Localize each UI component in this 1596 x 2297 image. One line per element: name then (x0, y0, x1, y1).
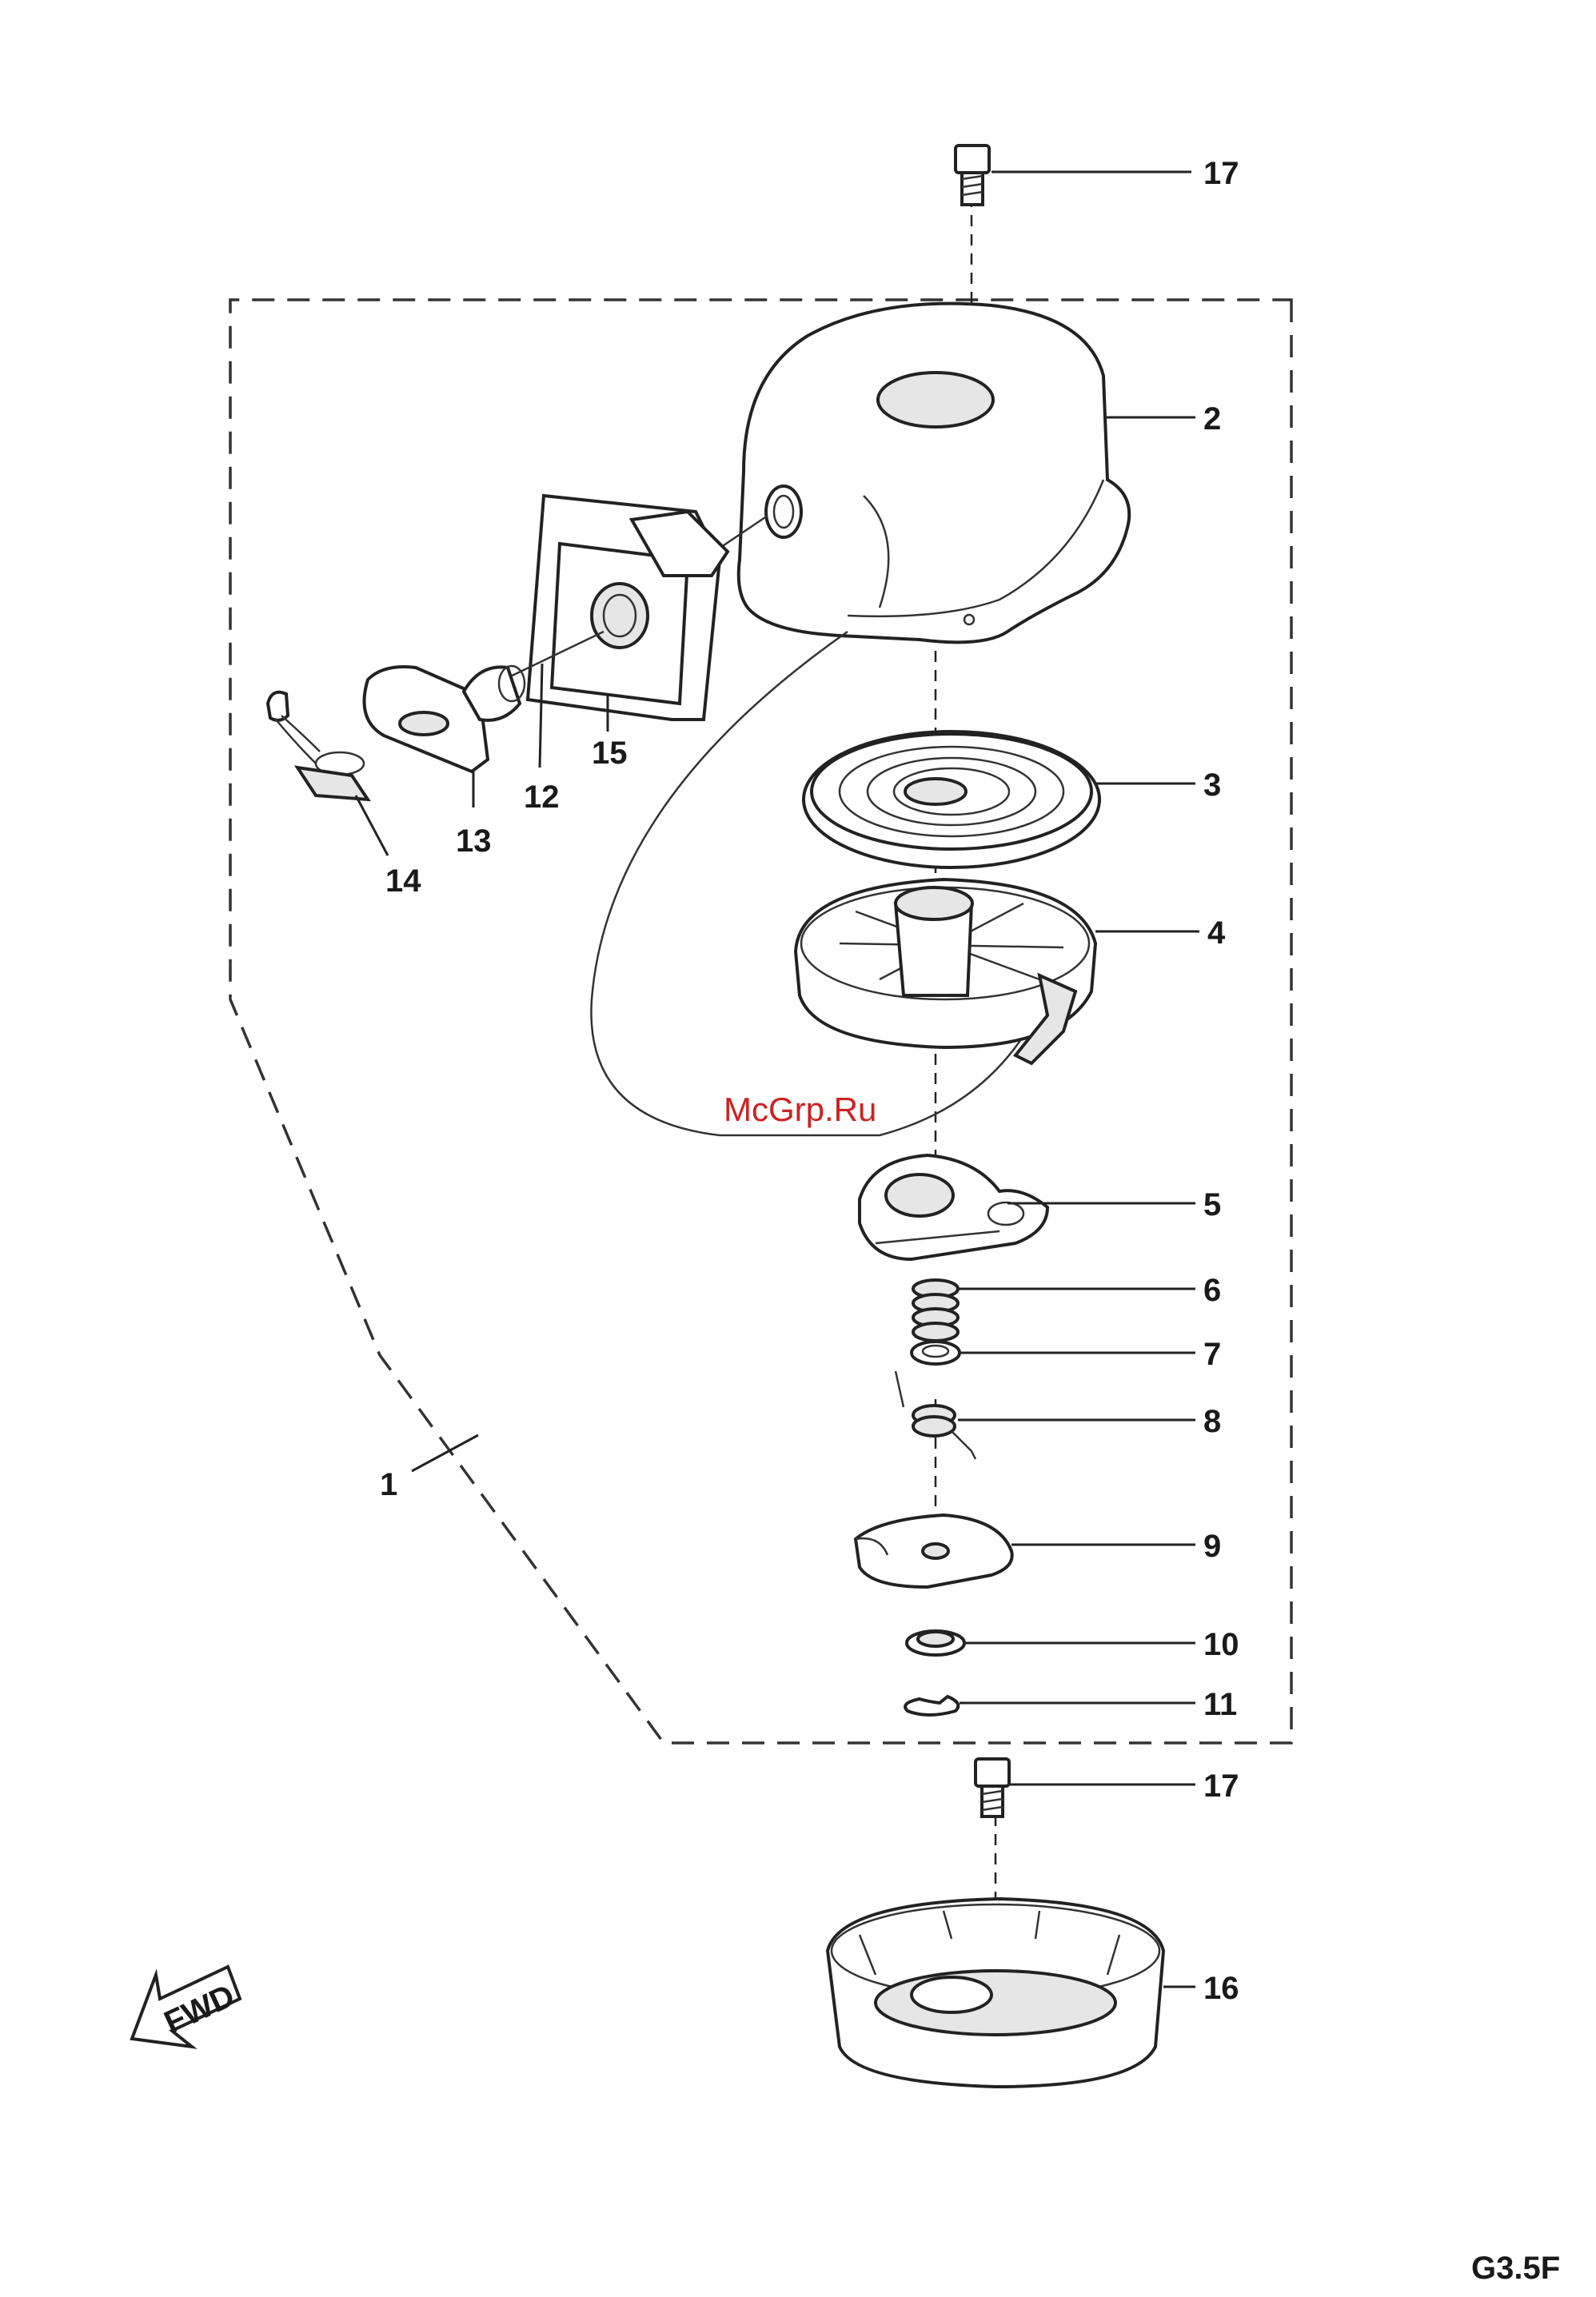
label-17-top: 17 (1203, 156, 1239, 191)
page-code: G3.5F (1471, 2251, 1560, 2286)
recoil-spring-icon (804, 732, 1099, 867)
label-13: 13 (456, 823, 492, 859)
label-7: 7 (1203, 1337, 1221, 1372)
rope-guide-icon (528, 496, 728, 720)
ratchet-icon (860, 1155, 1047, 1259)
handle-clip-icon (268, 692, 368, 800)
label-3: 3 (1203, 768, 1221, 803)
label-6: 6 (1203, 1273, 1221, 1308)
e-ring-icon (905, 1697, 958, 1715)
watermark-text: McGrp.Ru (724, 1091, 876, 1128)
coil-spring-icon (913, 1280, 958, 1341)
label-17-bottom: 17 (1203, 1769, 1239, 1804)
bolt-top-icon (956, 146, 989, 205)
label-9: 9 (1203, 1529, 1221, 1564)
bolt-bottom-icon (976, 1759, 1009, 1816)
starter-handle-icon (365, 666, 525, 772)
fwd-arrow-icon: FWD (132, 1967, 240, 2047)
washer-icon (912, 1342, 960, 1364)
starter-cup-icon (828, 1899, 1163, 2087)
label-16: 16 (1203, 1971, 1239, 2006)
label-1: 1 (380, 1467, 397, 1502)
rope-reel-icon (796, 879, 1095, 1063)
label-14: 14 (385, 863, 421, 899)
bushing-icon (907, 1631, 964, 1655)
label-5: 5 (1203, 1187, 1221, 1222)
label-4: 4 (1207, 915, 1226, 951)
label-10: 10 (1203, 1627, 1239, 1662)
label-11: 11 (1203, 1687, 1237, 1722)
starter-housing-icon (739, 304, 1129, 643)
label-15: 15 (592, 736, 628, 771)
label-12: 12 (524, 780, 560, 815)
label-2: 2 (1203, 401, 1221, 437)
cam-plate-icon (856, 1515, 1012, 1587)
label-8: 8 (1203, 1404, 1221, 1439)
